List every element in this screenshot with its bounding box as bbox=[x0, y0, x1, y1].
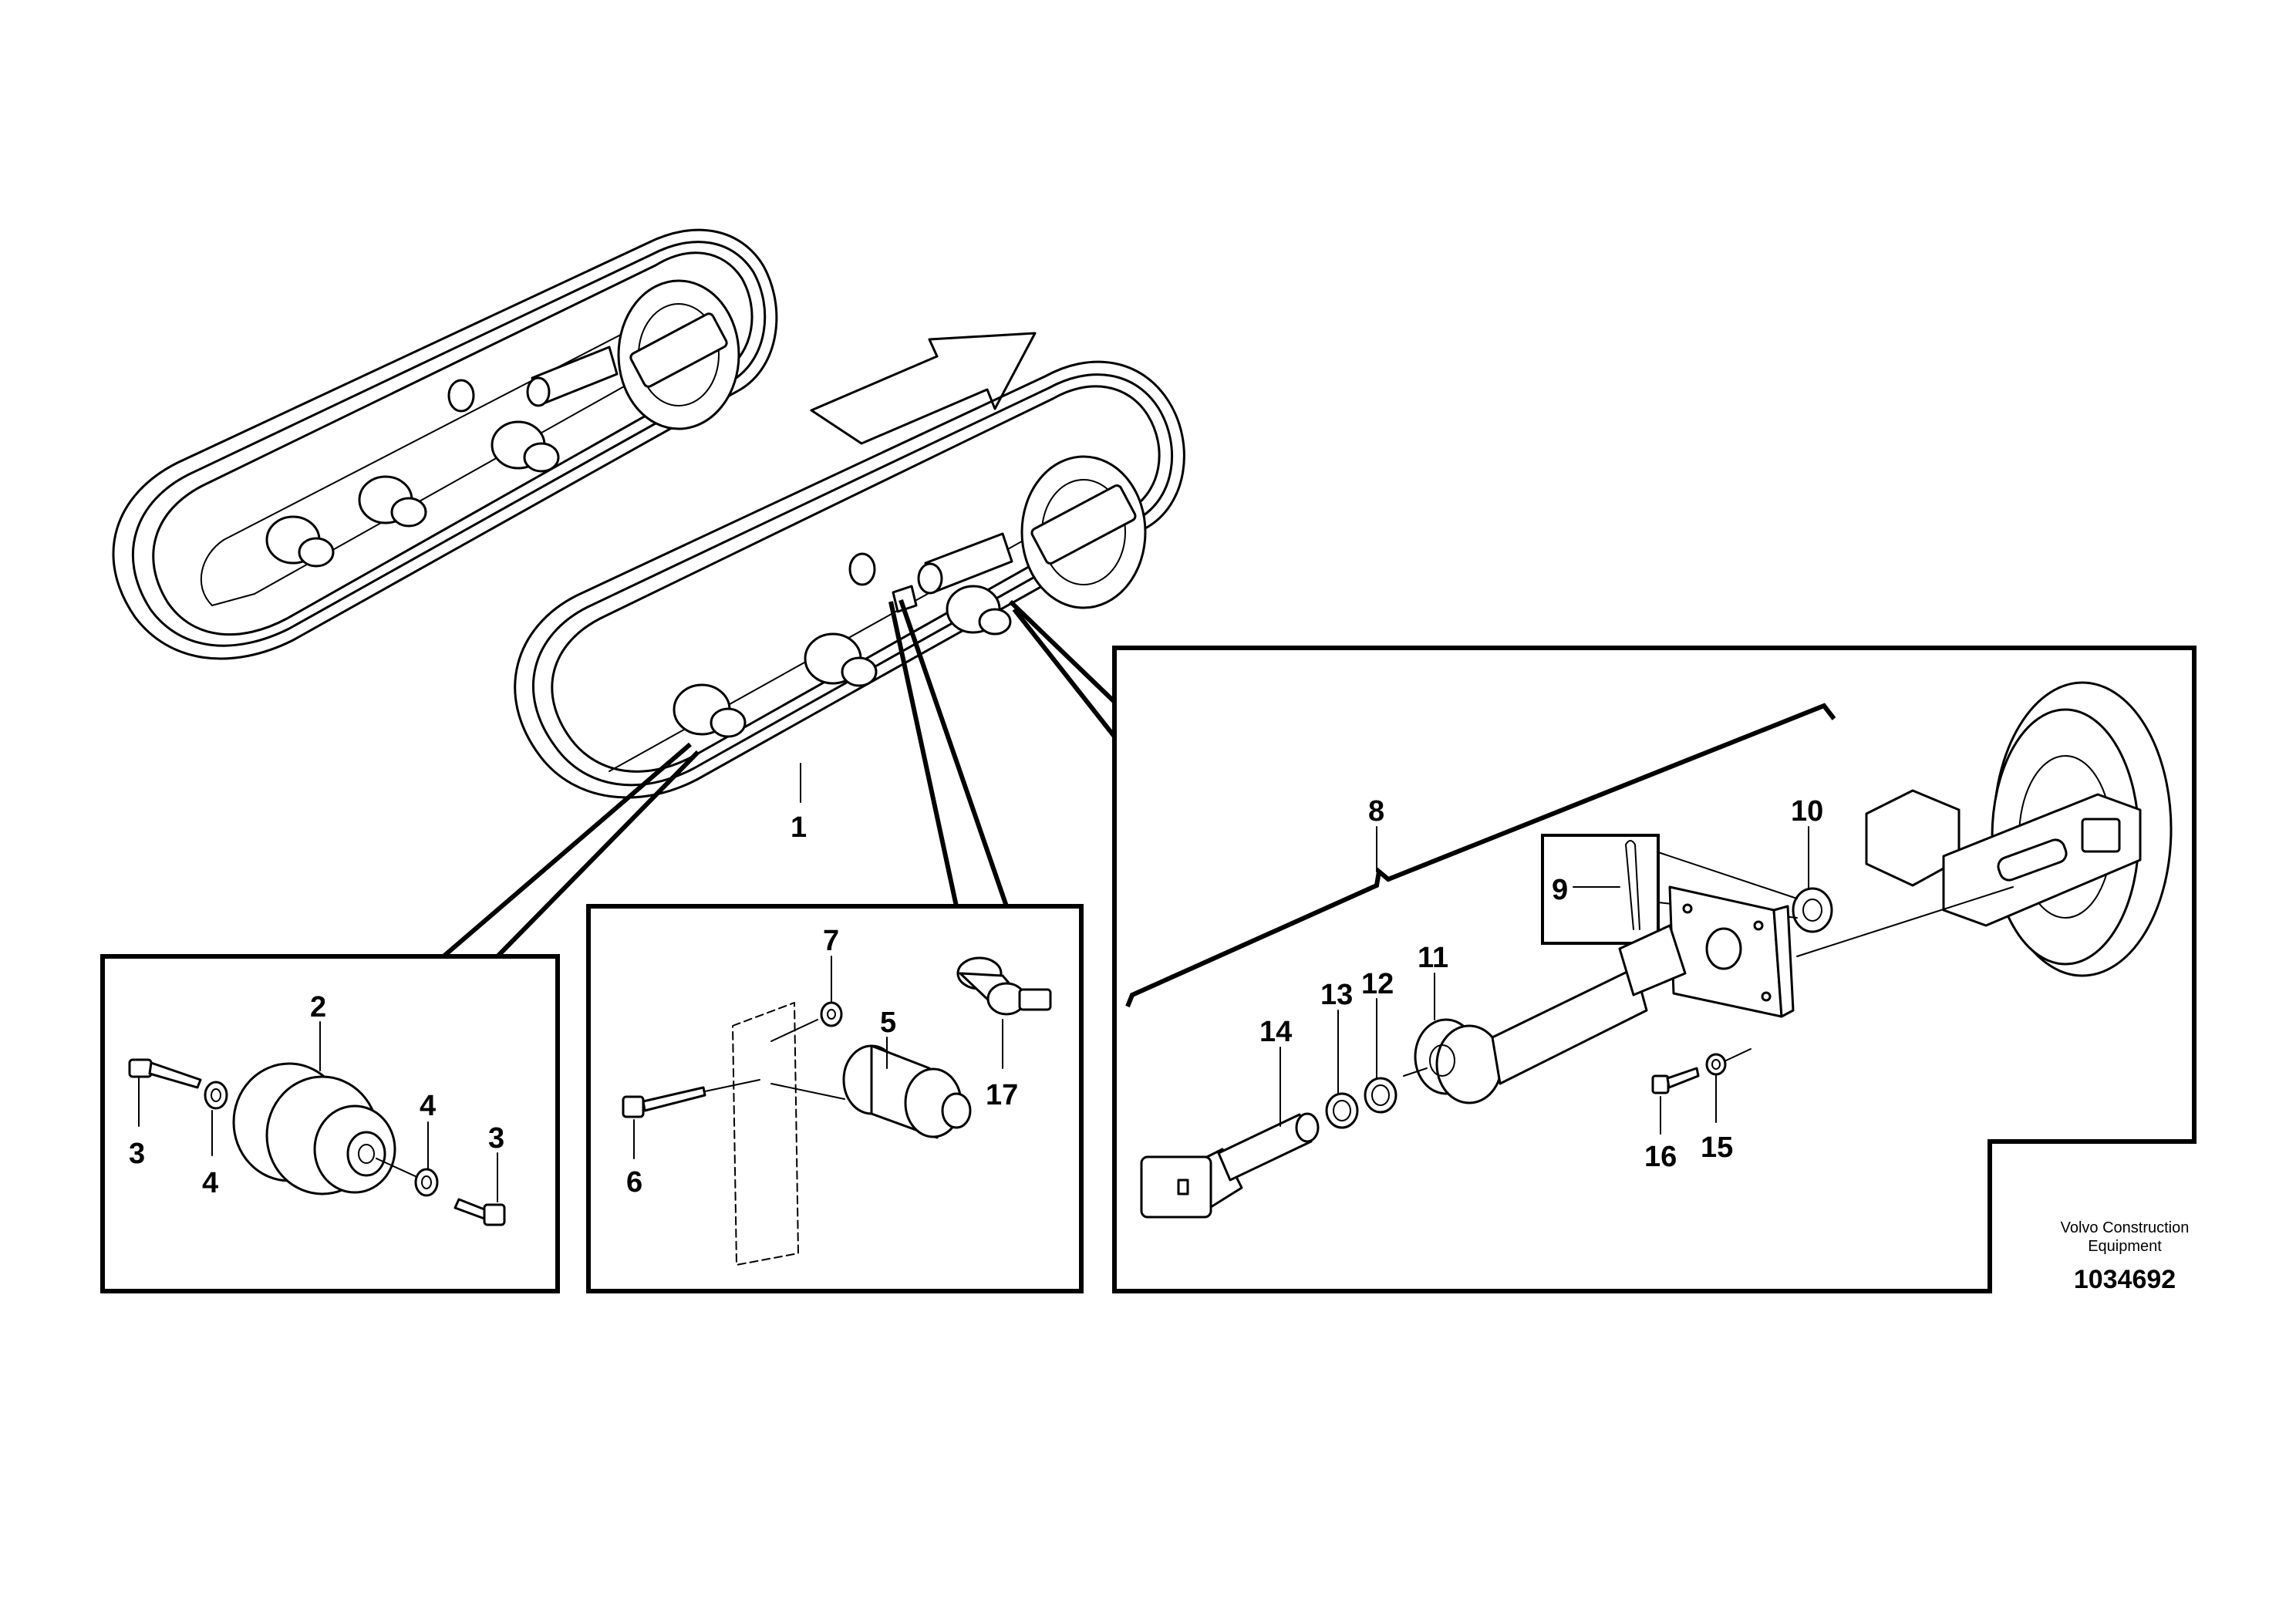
direction-arrow-icon bbox=[810, 332, 1037, 445]
front-track-frame bbox=[514, 360, 1185, 799]
front-rollers bbox=[673, 585, 1012, 738]
callout-5: 5 bbox=[880, 1007, 896, 1039]
callout-8: 8 bbox=[1368, 795, 1384, 828]
callout-4-left: 4 bbox=[202, 1167, 218, 1199]
callout-13: 13 bbox=[1320, 979, 1353, 1011]
callout-4-right: 4 bbox=[420, 1090, 436, 1122]
rear-track-frame bbox=[112, 228, 778, 660]
callout-16: 16 bbox=[1644, 1141, 1677, 1173]
idler-axle bbox=[1403, 924, 1687, 1104]
detail-box-roller bbox=[100, 954, 560, 1293]
callout-12: 12 bbox=[1361, 968, 1394, 1000]
slider-rod bbox=[1140, 1112, 1320, 1219]
washer-15 bbox=[1705, 1053, 1727, 1076]
callout-14: 14 bbox=[1259, 1016, 1292, 1048]
callout-15: 15 bbox=[1701, 1131, 1733, 1164]
front-idler bbox=[848, 455, 1147, 613]
bolt-right bbox=[453, 1198, 506, 1226]
o-ring-12 bbox=[1364, 1077, 1397, 1114]
detail-leaders bbox=[442, 599, 1117, 959]
callout-6: 6 bbox=[626, 1166, 642, 1199]
cotter-pin bbox=[1625, 840, 1640, 930]
track-roller bbox=[232, 1062, 421, 1195]
rear-rollers bbox=[265, 420, 560, 568]
long-bolt bbox=[622, 1079, 760, 1118]
o-ring-13 bbox=[1325, 1092, 1359, 1129]
drawing-number: 1034692 bbox=[2074, 1265, 2176, 1294]
callout-17: 17 bbox=[986, 1079, 1018, 1111]
bolt-16 bbox=[1651, 1067, 1700, 1094]
rear-idler bbox=[447, 279, 740, 430]
mounting-plate bbox=[1668, 885, 1795, 1018]
company-name-line2: Equipment bbox=[2088, 1238, 2162, 1255]
bolt-left bbox=[128, 1058, 202, 1089]
company-name-line1: Volvo Construction bbox=[2061, 1219, 2190, 1236]
washer-small bbox=[820, 1001, 843, 1027]
footer: Volvo Construction Equipment 1034692 bbox=[2061, 1219, 2190, 1294]
callout-11: 11 bbox=[1418, 942, 1448, 974]
callout-labels: 1 2 3 4 4 3 5 6 7 17 8 9 10 11 12 13 14 … bbox=[129, 763, 1823, 1199]
sensor bbox=[956, 956, 1052, 1016]
callout-1: 1 bbox=[791, 811, 807, 844]
callout-3-right: 3 bbox=[488, 1122, 504, 1155]
detail-box-pin bbox=[586, 904, 1084, 1293]
callout-9: 9 bbox=[1552, 874, 1568, 906]
bushing bbox=[770, 1044, 972, 1139]
callout-3-left: 3 bbox=[129, 1138, 145, 1170]
washer-right bbox=[414, 1168, 439, 1197]
castle-nut bbox=[1792, 887, 1833, 933]
callout-7: 7 bbox=[823, 925, 839, 957]
assembly-bracket bbox=[1125, 703, 1836, 1008]
callout-10: 10 bbox=[1791, 795, 1823, 828]
washer-left bbox=[204, 1081, 228, 1110]
callout-2: 2 bbox=[310, 991, 326, 1023]
detail-box-idler bbox=[1112, 646, 2197, 1293]
